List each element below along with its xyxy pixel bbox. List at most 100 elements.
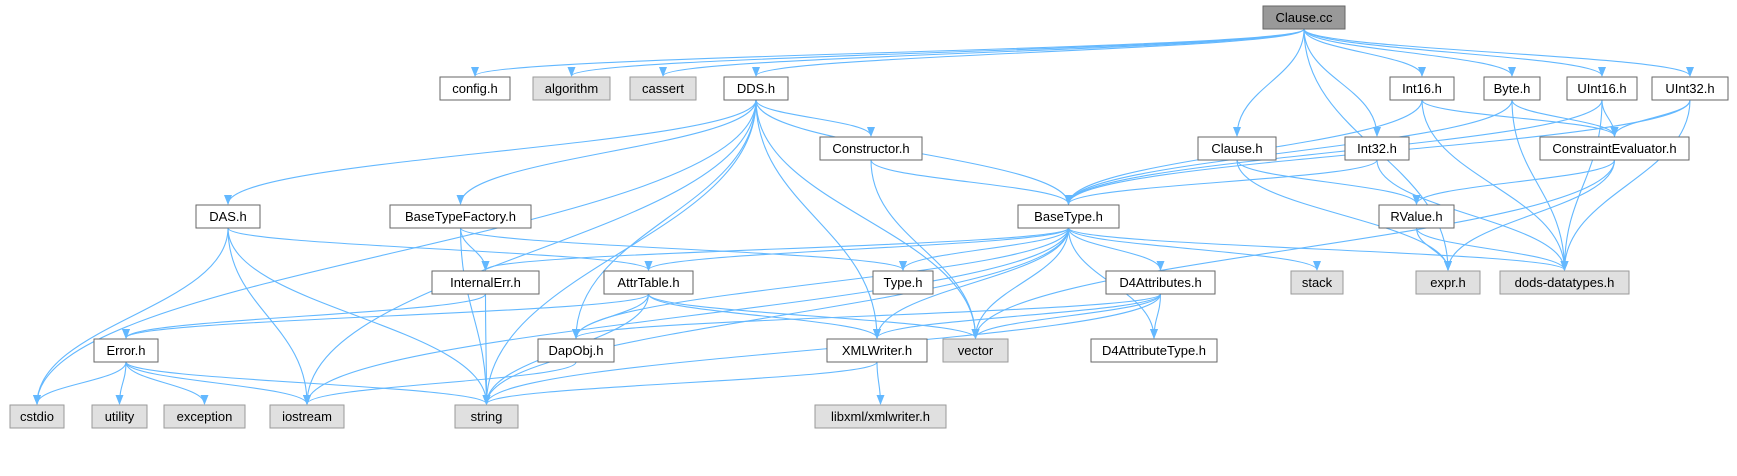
node-box [1344, 136, 1410, 161]
node-error-h[interactable]: Error.h [93, 338, 159, 363]
edge-internalerr_h-to-string [482, 293, 491, 405]
node-internalerr-h[interactable]: InternalErr.h [431, 270, 540, 295]
edge-clause_cc-to-dds_h [752, 28, 1305, 77]
node-box [629, 76, 697, 101]
node-uint32-h[interactable]: UInt32.h [1651, 76, 1729, 101]
node-box [439, 76, 511, 101]
node-d4attributetype-h[interactable]: D4AttributeType.h [1090, 338, 1218, 363]
node-box [723, 76, 789, 101]
node-box [163, 404, 246, 429]
node-label: algorithm [545, 81, 598, 96]
node-label: BaseType.h [1034, 209, 1103, 224]
edge-basetype_h-to-d4attributes_h [1067, 227, 1165, 271]
node-box [1378, 204, 1455, 229]
node-label: string [471, 409, 503, 424]
node-clause-cc[interactable]: Clause.cc [1262, 5, 1346, 30]
node-dapobj-h[interactable]: DapObj.h [537, 338, 615, 363]
node-label: stack [1302, 275, 1333, 290]
edge-dds_h-to-basetypefactory_h [456, 99, 757, 205]
node-das-h[interactable]: DAS.h [195, 204, 261, 229]
node-label: libxml/xmlwriter.h [831, 409, 930, 424]
node-constructor-h[interactable]: Constructor.h [819, 136, 923, 161]
node-dods-datatypes-h: dods-datatypes.h [1499, 270, 1630, 295]
node-box [1415, 270, 1481, 295]
node-box [826, 338, 928, 363]
edge-constructor_h-to-vector [870, 159, 980, 339]
node-byte-h[interactable]: Byte.h [1483, 76, 1541, 101]
edge-uint16_h-to-basetype_h [1064, 99, 1603, 205]
node-label: iostream [282, 409, 332, 424]
edge-error_h-to-iostream [125, 361, 311, 405]
edge-clause_cc-to-uint16_h [1303, 28, 1606, 77]
edge-basetype_h-to-iostream [303, 227, 1070, 405]
node-label: Int16.h [1402, 81, 1442, 96]
node-xmlwriter-h[interactable]: XMLWriter.h [826, 338, 928, 363]
edge-dds_h-to-cstdio [33, 99, 757, 405]
edge-clause_cc-to-config_h [471, 28, 1305, 77]
node-box [1017, 204, 1120, 229]
node-utility: utility [91, 404, 148, 429]
node-label: ConstraintEvaluator.h [1552, 141, 1676, 156]
edge-basetype_h-to-internalerr_h [481, 227, 1070, 271]
edge-byte_h-to-basetype_h [1064, 99, 1513, 205]
node-label: DAS.h [209, 209, 247, 224]
node-box [1539, 136, 1690, 161]
node-rvalue-h[interactable]: RValue.h [1378, 204, 1455, 229]
node-algorithm: algorithm [532, 76, 611, 101]
edge-dds_h-to-das_h [224, 99, 757, 205]
node-basetype-h[interactable]: BaseType.h [1017, 204, 1120, 229]
edge-int32_h-to-dods_datatypes_h [1376, 159, 1569, 271]
node-basetypefactory-h[interactable]: BaseTypeFactory.h [389, 204, 532, 229]
edge-error_h-to-string [125, 361, 491, 405]
edge-das_h-to-attrtable_h [227, 227, 653, 271]
node-d4attributes-h[interactable]: D4Attributes.h [1105, 270, 1216, 295]
node-label: cstdio [20, 409, 54, 424]
node-box [1483, 76, 1541, 101]
edge-uint32_h-to-dods_datatypes_h [1560, 99, 1691, 271]
edge-int32_h-to-basetype_h [1064, 159, 1378, 205]
node-exception: exception [163, 404, 246, 429]
node-uint16-h[interactable]: UInt16.h [1566, 76, 1638, 101]
node-box [1197, 136, 1277, 161]
edge-clause_cc-to-int32_h [1303, 28, 1381, 137]
edge-clause_cc-to-clause_h [1233, 28, 1305, 137]
node-label: RValue.h [1390, 209, 1442, 224]
node-config-h[interactable]: config.h [439, 76, 511, 101]
node-label: UInt32.h [1665, 81, 1714, 96]
node-box [454, 404, 519, 429]
node-box [819, 136, 923, 161]
node-box [1389, 76, 1455, 101]
node-label: XMLWriter.h [842, 343, 912, 358]
node-libxml-xmlwriter-h: libxml/xmlwriter.h [814, 404, 947, 429]
node-attrtable-h[interactable]: AttrTable.h [603, 270, 694, 295]
edge-uint16_h-to-dods_datatypes_h [1560, 99, 1603, 271]
node-vector: vector [942, 338, 1009, 363]
edge-basetype_h-to-dods_datatypes_h [1067, 227, 1569, 271]
node-label: DDS.h [737, 81, 775, 96]
node-label: utility [105, 409, 135, 424]
edge-error_h-to-utility [115, 361, 127, 405]
node-int16-h[interactable]: Int16.h [1389, 76, 1455, 101]
edge-attrtable_h-to-error_h [122, 293, 650, 339]
edge-d4attributes_h-to-d4attributetype_h [1150, 293, 1162, 339]
node-expr-h: expr.h [1415, 270, 1481, 295]
node-dds-h[interactable]: DDS.h [723, 76, 789, 101]
edges-layer [33, 28, 1694, 405]
edge-basetype_h-to-xmlwriter_h [873, 227, 1070, 339]
node-box [537, 338, 615, 363]
edge-basetype_h-to-vector [971, 227, 1070, 339]
node-box [1262, 5, 1346, 30]
node-label: vector [958, 343, 994, 358]
node-box [93, 338, 159, 363]
node-clause-h[interactable]: Clause.h [1197, 136, 1277, 161]
node-constraintevaluator-h[interactable]: ConstraintEvaluator.h [1539, 136, 1690, 161]
edge-byte_h-to-dods_datatypes_h [1511, 99, 1569, 271]
node-label: InternalErr.h [450, 275, 521, 290]
node-int32-h[interactable]: Int32.h [1344, 136, 1410, 161]
node-type-h[interactable]: Type.h [872, 270, 934, 295]
node-string: string [454, 404, 519, 429]
edge-rvalue_h-to-dods_datatypes_h [1415, 227, 1569, 271]
edge-dds_h-to-dapobj_h [572, 99, 757, 339]
edge-clause_cc-to-int16_h [1303, 28, 1426, 77]
